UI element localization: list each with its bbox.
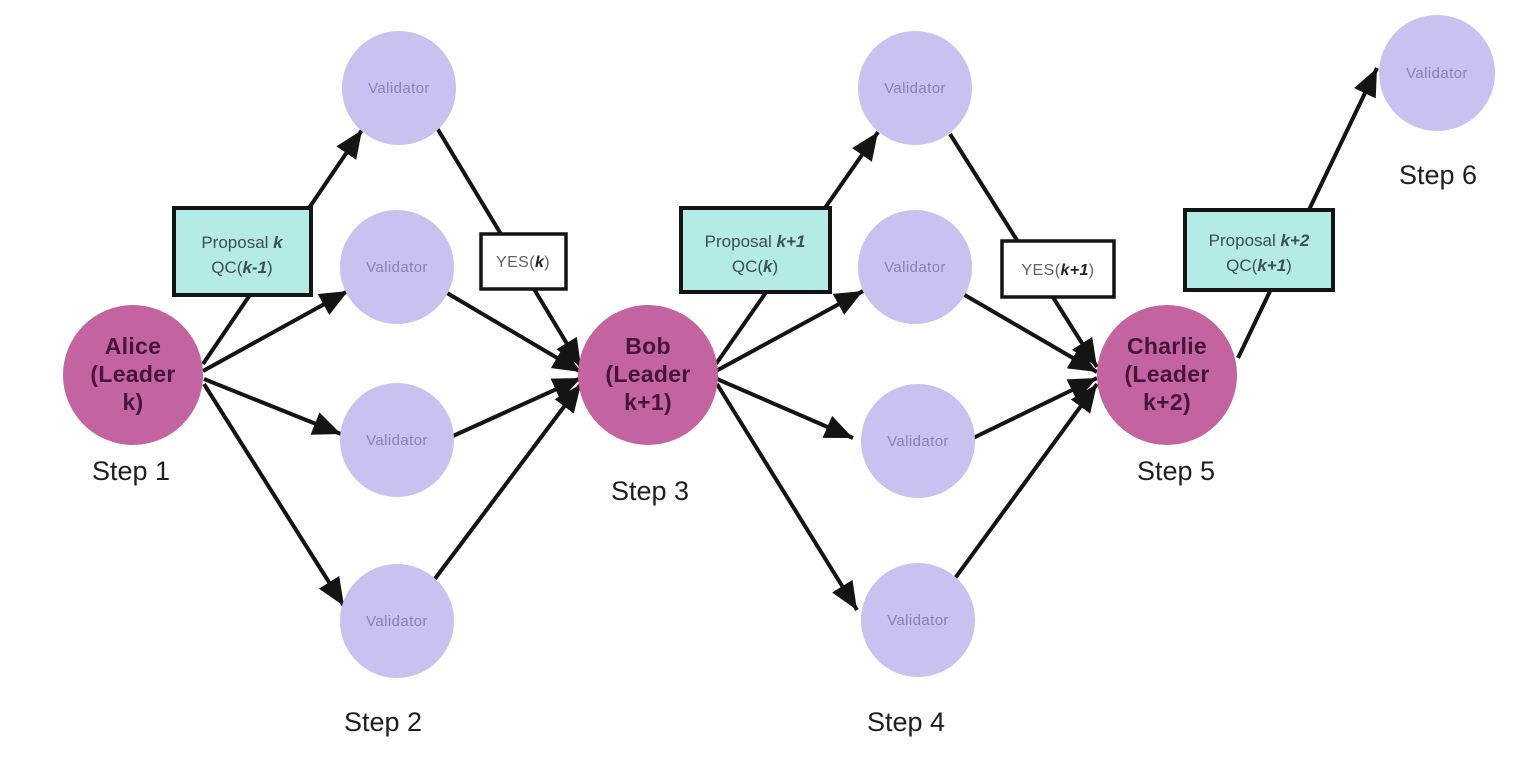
validator-label: Validator: [366, 613, 428, 630]
arrow-validator-2-to-charlie: [961, 292, 1099, 374]
charlie-circle: [1097, 305, 1237, 445]
validator-label: Validator: [887, 433, 949, 450]
proposal-box-k1: Proposal k+1 QC(k): [679, 206, 832, 294]
validator-node: Validator: [861, 384, 975, 498]
validator-circle: [340, 210, 454, 324]
validator-node: Validator: [342, 31, 456, 145]
vote-arrows-round-k1: [948, 132, 1099, 583]
proposal-line-2: QC(k+1): [1226, 256, 1292, 275]
proposal-line-2: QC(k): [732, 257, 778, 276]
step-label-1: Step 1: [92, 456, 170, 486]
validator-column-step4: Validator Validator Validator Validator …: [858, 31, 975, 737]
validator-label: Validator: [884, 259, 946, 276]
proposal-rect: [679, 206, 832, 294]
proposal-box-k2: Proposal k+2 QC(k+1): [1183, 208, 1335, 292]
validator-node: Validator: [340, 383, 454, 497]
step-label-3: Step 3: [611, 476, 689, 506]
leader-node-charlie: Charlie (Leader k+2) Step 5: [1097, 305, 1237, 486]
leader-role-line: (Leader: [605, 361, 690, 387]
vote-box-k: YES(k): [479, 232, 568, 291]
alice-circle: [63, 305, 203, 445]
validator-label: Validator: [1406, 65, 1468, 82]
proposal-rect: [1183, 208, 1335, 292]
bob-circle: [578, 305, 718, 445]
vote-label: YES(k+1): [1021, 262, 1094, 279]
leader-node-bob: Bob (Leader k+1) Step 3: [578, 305, 718, 506]
arrow-bob-to-validator-2: [715, 289, 864, 373]
proposal-line-1: Proposal k: [201, 233, 284, 252]
arrow-validator-4-to-charlie: [951, 382, 1099, 583]
step-label-4: Step 4: [867, 707, 945, 737]
validator-circle: [861, 563, 975, 677]
arrow-validator-2-to-bob: [445, 291, 583, 374]
validator-circle: [340, 564, 454, 678]
validator-circle: [861, 384, 975, 498]
arrow-alice-to-validator-2: [202, 289, 349, 373]
validator-column-step2: Validator Validator Validator Validator …: [340, 31, 456, 737]
proposal-arrows-round-k1: [714, 130, 880, 612]
leader-name: Charlie: [1127, 333, 1207, 359]
validator-node: Validator: [340, 210, 454, 324]
validator-label: Validator: [887, 612, 949, 629]
proposal-line-2: QC(k-1): [211, 258, 272, 277]
validator-circle: [1379, 15, 1495, 131]
vote-arrows-round-k: [432, 126, 583, 582]
vote-box-k1: YES(k+1): [1000, 239, 1116, 299]
validator-node: Validator: [340, 564, 454, 678]
step-label-2: Step 2: [344, 707, 422, 737]
validator-label: Validator: [366, 259, 428, 276]
leader-role-line: (Leader: [1124, 361, 1209, 387]
vote-rect: [479, 232, 568, 291]
validator-node-step6: Validator Step 6: [1379, 15, 1495, 190]
leader-round-line: k+1): [624, 389, 672, 415]
proposal-arrows-round-k: [201, 128, 364, 608]
leader-role-line: (Leader: [90, 361, 175, 387]
vote-rect: [1000, 239, 1116, 299]
validator-circle: [342, 31, 456, 145]
leader-name: Bob: [625, 333, 671, 359]
validator-label: Validator: [366, 432, 428, 449]
arrow-validator-4-to-bob: [432, 382, 583, 582]
validator-node: Validator: [861, 563, 975, 677]
leader-node-alice: Alice (Leader k) Step 1: [63, 305, 203, 486]
validator-circle: [340, 383, 454, 497]
leader-name: Alice: [105, 333, 161, 359]
proposal-line-1: Proposal k+2: [1209, 231, 1310, 250]
arrow-alice-to-validator-3: [203, 377, 342, 436]
arrow-alice-to-validator-4: [202, 382, 346, 608]
validator-node: Validator: [858, 210, 972, 324]
validator-label: Validator: [368, 80, 430, 97]
arrow-bob-to-validator-3: [716, 377, 854, 440]
validator-node: Validator: [858, 31, 972, 145]
proposal-box-k: Proposal k QC(k-1): [172, 206, 313, 297]
validator-circle: [858, 210, 972, 324]
validator-circle: [858, 31, 972, 145]
arrow-bob-to-validator-4: [715, 382, 859, 612]
proposal-rect: [172, 206, 313, 297]
step-label-6: Step 6: [1399, 160, 1477, 190]
vote-label: YES(k): [496, 254, 550, 271]
leader-round-line: k): [122, 389, 143, 415]
validator-label: Validator: [884, 80, 946, 97]
proposal-line-1: Proposal k+1: [705, 232, 806, 251]
step-label-5: Step 5: [1137, 456, 1215, 486]
leader-round-line: k+2): [1143, 389, 1191, 415]
